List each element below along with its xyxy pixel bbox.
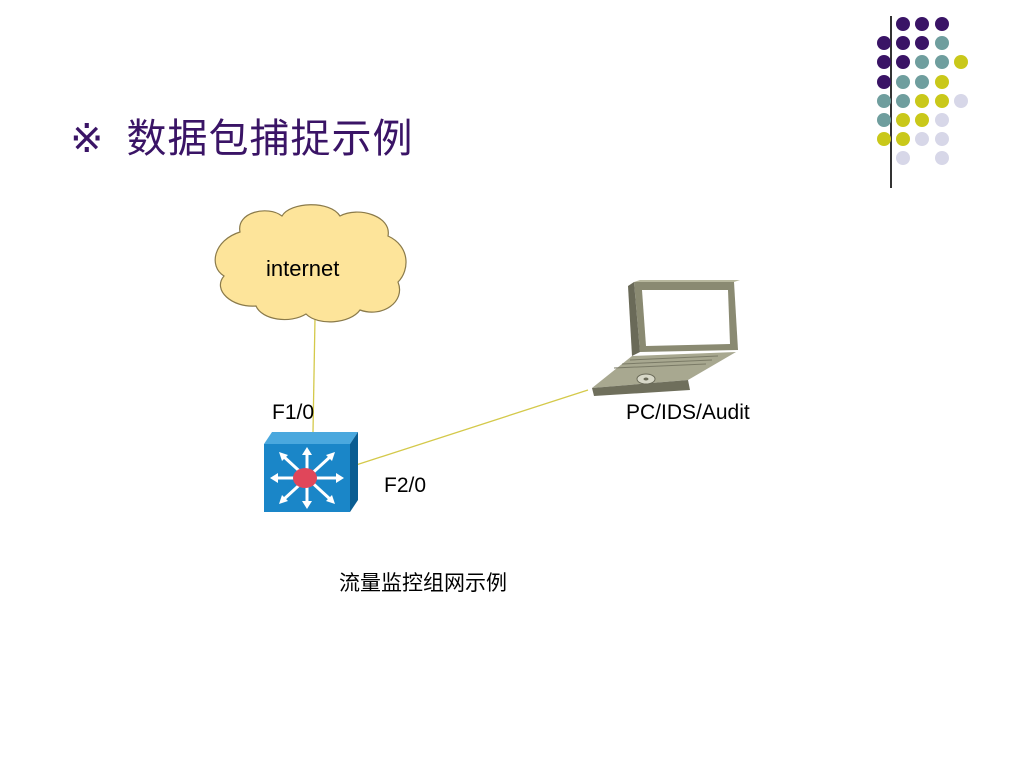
link-internet-switch [312,317,316,433]
link-switch-laptop [355,389,589,466]
decorative-dot [935,75,949,89]
slide-title: ※ 数据包捕捉示例 [70,106,414,164]
port-label-f2-0: F2/0 [384,474,427,497]
slide-title-text: 数据包捕捉示例 [126,116,414,162]
decorative-dot [954,55,968,69]
diagram-caption: 流量监控组网示例 [339,571,507,595]
reference-mark-icon: ※ [70,116,105,162]
decorative-dot [896,151,910,165]
decorative-dot [877,36,891,50]
laptop-label: PC/IDS/Audit [626,401,750,424]
decorative-dot [935,36,949,50]
decorative-dot [915,55,929,69]
decorative-dot [915,75,929,89]
decorative-dot [935,17,949,31]
decorative-dot [896,36,910,50]
decorative-dot [915,94,929,108]
decorative-dot [935,132,949,146]
decorative-dot [877,94,891,108]
decorative-dot [896,132,910,146]
decorative-dot [915,113,929,127]
port-label-f1-0: F1/0 [272,401,315,424]
decorative-dot [935,55,949,69]
decorative-dot [877,132,891,146]
cloud-icon [214,204,407,323]
decorative-dot [915,132,929,146]
decorative-dot [915,17,929,31]
cloud-label: internet [266,256,340,281]
laptop-icon [592,280,740,396]
decorative-dot [935,113,949,127]
decorative-dot [954,94,968,108]
decorative-dot [915,36,929,50]
decorative-dot [877,113,891,127]
decorative-divider [890,16,892,188]
decorative-dot [896,94,910,108]
decorative-dot [896,55,910,69]
decorative-dot [896,17,910,31]
decorative-dot [896,75,910,89]
multilayer-switch-icon [264,432,358,512]
decorative-dot [877,75,891,89]
decorative-dot [935,151,949,165]
decorative-dot [877,55,891,69]
decorative-dot [896,113,910,127]
decorative-dot [935,94,949,108]
